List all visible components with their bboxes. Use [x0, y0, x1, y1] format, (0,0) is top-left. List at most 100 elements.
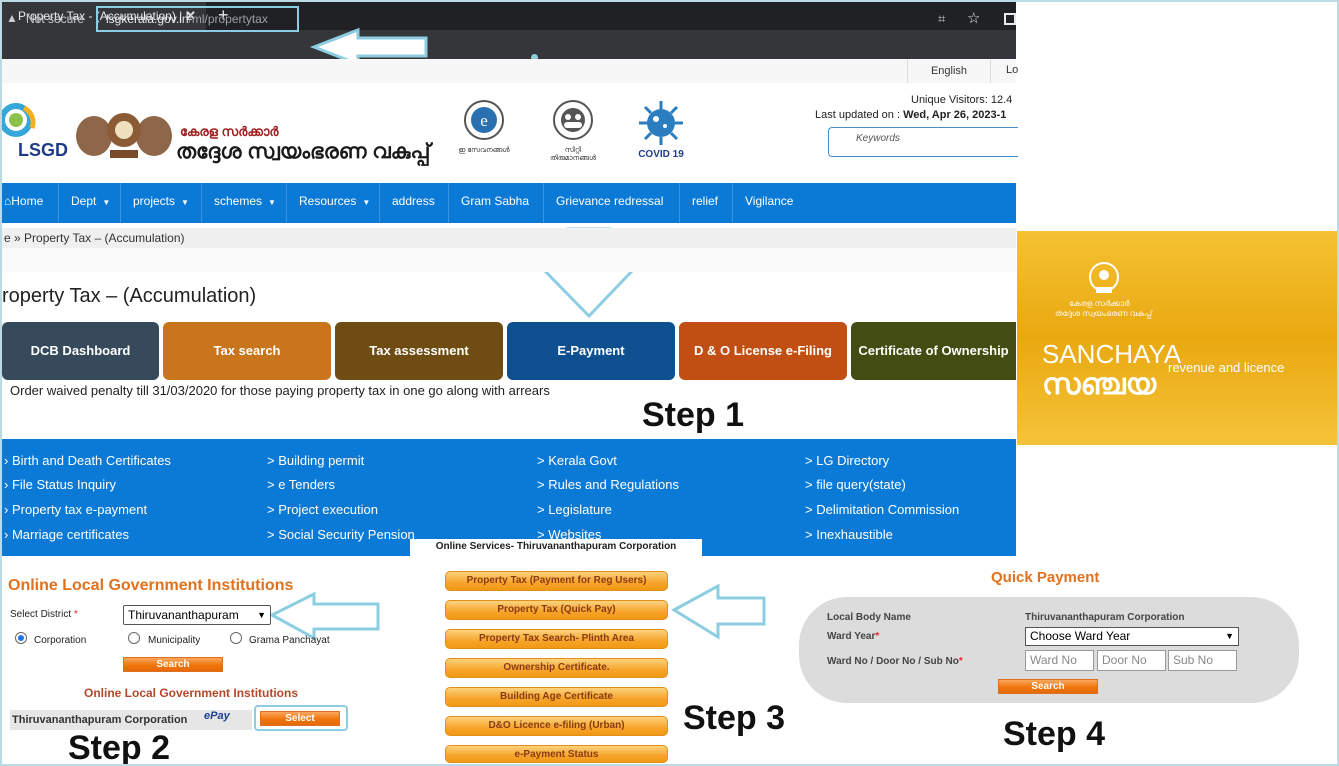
- link-websites[interactable]: > Websites: [537, 527, 602, 542]
- link-e-tenders[interactable]: > e Tenders: [267, 477, 336, 492]
- nav-grievance[interactable]: Grievance redressal: [544, 183, 680, 223]
- link-rules[interactable]: > Rules and Regulations: [537, 477, 680, 492]
- quick-payment-search-button[interactable]: Search: [998, 679, 1098, 694]
- link-marriage[interactable]: › Marriage certificates: [4, 527, 129, 542]
- btn-property-tax-search[interactable]: Property Tax Search- Plinth Area: [445, 629, 668, 649]
- breadcrumb: e » Property Tax – (Accumulation): [2, 228, 1016, 248]
- quick-links-panel: [2, 439, 1016, 556]
- lang-english-link[interactable]: English: [907, 59, 991, 83]
- covid-link[interactable]: COVID 19: [630, 98, 692, 160]
- radio-corporation[interactable]: [15, 632, 27, 644]
- district-value: Thiruvananthapuram: [128, 608, 239, 622]
- close-tab-icon[interactable]: ✕: [185, 8, 196, 23]
- tile-label: DCB Dashboard: [30, 343, 131, 358]
- radio-municipality[interactable]: [128, 632, 140, 644]
- required-mark: *: [958, 656, 963, 667]
- link-project-execution[interactable]: > Project execution: [267, 502, 378, 517]
- select-highlight-box: [254, 705, 348, 731]
- citizen-services-link[interactable]: സിറ്റി തിരുമാനങ്ങൾ: [545, 98, 601, 163]
- nav-projects[interactable]: projects▼: [121, 183, 202, 223]
- step-1-label: Step 1: [642, 396, 745, 434]
- link-social-security[interactable]: > Social Security Pension: [267, 527, 415, 542]
- link-lg-directory[interactable]: > LG Directory: [805, 453, 890, 468]
- radio-municipality-label: Municipality: [148, 635, 201, 646]
- link-label: Birth and Death Certificates: [11, 453, 171, 468]
- last-updated-value: Wed, Apr 26, 2023-1: [903, 109, 1007, 121]
- radio-gp-label: Grama Panchayat: [249, 635, 330, 646]
- link-kerala-govt[interactable]: > Kerala Govt: [537, 453, 617, 468]
- nav-gram-sabha[interactable]: Gram Sabha: [449, 183, 544, 223]
- banner-tagline: revenue and licence: [1168, 360, 1285, 375]
- window-icon[interactable]: [1004, 13, 1016, 25]
- url-field[interactable]: lsgkerala.gov.in/ml/propertytax: [106, 12, 268, 26]
- tile-e-payment[interactable]: E-Payment: [507, 322, 675, 380]
- e-services-link[interactable]: e ഇ സേവനങ്ങൾ: [458, 98, 510, 155]
- nav-dept[interactable]: Dept▼: [59, 183, 121, 223]
- district-search-button[interactable]: Search: [123, 657, 223, 672]
- district-select[interactable]: Thiruvananthapuram ▼: [123, 605, 271, 625]
- kerala-govt-label: കേരള സർക്കാർ: [180, 124, 279, 139]
- local-body-label: Local Body Name: [827, 612, 911, 623]
- covid-caption: COVID 19: [638, 149, 684, 160]
- nav-home-label: Home: [11, 194, 44, 208]
- nav-vigilance[interactable]: Vigilance: [745, 194, 794, 208]
- citizen-caption: സിറ്റി തിരുമാനങ്ങൾ: [549, 147, 597, 162]
- annotation-dot: [531, 54, 538, 61]
- link-inexhaustible[interactable]: > Inexhaustible: [805, 527, 893, 542]
- sanchaya-banner[interactable]: [1017, 231, 1337, 445]
- tile-label: Tax search: [213, 343, 281, 358]
- keywords-search-input[interactable]: [828, 127, 1018, 157]
- nav-resources[interactable]: Resources▼: [287, 183, 380, 223]
- lsgd-logo[interactable]: LSGD: [2, 98, 68, 162]
- notice-text: Order waived penalty till 31/03/2020 for…: [10, 383, 550, 398]
- tile-certificate-ownership[interactable]: Certificate of Ownership: [851, 322, 1016, 380]
- btn-property-tax-quick-pay[interactable]: Property Tax (Quick Pay): [445, 600, 668, 620]
- tile-label: Certificate of Ownership: [858, 343, 1009, 358]
- link-birth-death[interactable]: › Birth and Death Certificates: [4, 453, 171, 468]
- nav-resources-label: Resources: [299, 194, 357, 208]
- btn-do-licence-efiling[interactable]: D&O Licence e-filing (Urban): [445, 716, 668, 736]
- nav-address[interactable]: address: [380, 183, 449, 223]
- ward-no-input[interactable]: Ward No: [1025, 650, 1094, 671]
- url-domain: lsgkerala.gov.in: [106, 12, 189, 26]
- nav-relief[interactable]: relief: [680, 183, 733, 223]
- sub-no-input[interactable]: Sub No: [1168, 650, 1237, 671]
- sanchaya-brand: SANCHAYA: [1042, 339, 1182, 369]
- link-building-permit[interactable]: > Building permit: [267, 453, 365, 468]
- link-file-query[interactable]: > file query(state): [805, 477, 906, 492]
- btn-property-tax-reg-users[interactable]: Property Tax (Payment for Reg Users): [445, 571, 668, 591]
- select-button[interactable]: Select: [260, 711, 340, 726]
- btn-building-age-certificate[interactable]: Building Age Certificate: [445, 687, 668, 707]
- link-delimitation[interactable]: > Delimitation Commission: [805, 502, 960, 517]
- btn-ownership-certificate[interactable]: Ownership Certificate.: [445, 658, 668, 678]
- tile-do-license[interactable]: D & O License e-Filing: [679, 322, 847, 380]
- ward-year-select[interactable]: Choose Ward Year▼: [1025, 627, 1239, 646]
- link-file-status[interactable]: › File Status Inquiry: [4, 477, 116, 492]
- btn-e-payment-status[interactable]: e-Payment Status: [445, 745, 668, 763]
- tile-tax-search[interactable]: Tax search: [163, 322, 331, 380]
- district-label-text: Select District: [10, 609, 72, 620]
- olgi-subtitle: Online Local Government Institutions: [84, 686, 299, 700]
- ward-no-label: Ward No / Door No / Sub No*: [827, 656, 963, 667]
- tile-tax-assessment[interactable]: Tax assessment: [335, 322, 503, 380]
- bookmark-star-icon[interactable]: ☆: [967, 10, 981, 27]
- radio-grama-panchayat[interactable]: [230, 632, 242, 644]
- not-secure-label[interactable]: Not secure: [26, 12, 85, 26]
- door-no-input[interactable]: Door No: [1097, 650, 1166, 671]
- ward-no-label-text: Ward No / Door No / Sub No: [827, 656, 959, 667]
- page-title: roperty Tax – (Accumulation): [2, 285, 257, 307]
- radio-corporation-label: Corporation: [34, 635, 87, 646]
- tile-dcb-dashboard[interactable]: DCB Dashboard: [2, 322, 159, 380]
- new-tab-icon[interactable]: +: [218, 5, 229, 25]
- link-property-tax-epay[interactable]: › Property tax e-payment: [4, 502, 148, 517]
- last-updated-label: Last updated on :: [815, 109, 904, 121]
- link-legislature[interactable]: > Legislature: [537, 502, 612, 517]
- lang-other-link[interactable]: Lo: [1006, 64, 1019, 76]
- chevron-down-icon: ▼: [257, 610, 266, 620]
- nav-home[interactable]: ⌂Home: [2, 183, 59, 223]
- ward-year-label-text: Ward Year: [827, 631, 876, 642]
- url-highlight-box: [96, 6, 299, 32]
- translate-icon[interactable]: ⌗: [938, 11, 946, 26]
- banner-line-2: തദ്ദേശ സ്വയംഭരണ വകുപ്പ്: [1055, 309, 1152, 318]
- nav-schemes[interactable]: schemes▼: [202, 183, 287, 223]
